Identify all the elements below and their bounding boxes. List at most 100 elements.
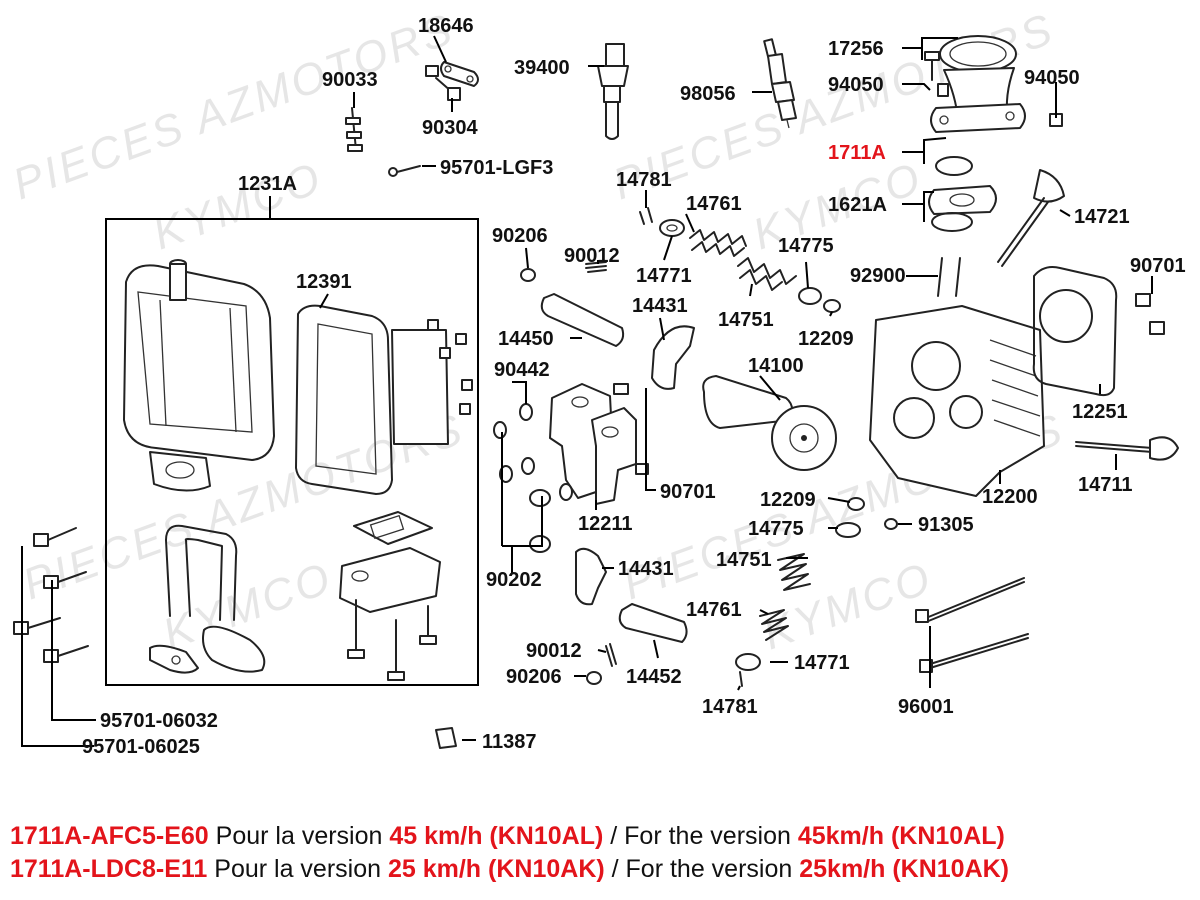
breather-chamber (339, 511, 441, 681)
washers-90442 (493, 403, 573, 501)
label-90012-bottom: 90012 (526, 640, 582, 662)
seat-14775-bottom (835, 522, 861, 538)
leader-lines (21, 35, 1153, 747)
shaft-14450 (540, 293, 625, 347)
clip-11387 (435, 727, 457, 749)
label-14761-bottom: 14761 (686, 599, 742, 621)
gasket-18646 (440, 61, 479, 87)
retainer-14771-top (659, 219, 685, 237)
note-part-code: 1711A-AFC5-E60 (10, 822, 209, 850)
note-speed-en: 25km/h (KN10AK) (799, 855, 1010, 883)
gasket-small (149, 644, 199, 674)
exploded-parts-diagram: PIECES AZMOTORS KYMCO PIECES AZMOTORS KY… (7, 4, 1186, 758)
version-note-45kmh: 1711A-AFC5-E60 Pour la version 45 km/h (… (10, 820, 1190, 853)
label-17256: 17256 (828, 38, 884, 60)
shaft-14452 (618, 603, 688, 643)
label-14751-top: 14751 (718, 309, 774, 331)
label-12211: 12211 (578, 513, 633, 535)
nuts-90202 (529, 489, 551, 553)
label-96001: 96001 (898, 696, 954, 718)
label-12200: 12200 (982, 486, 1038, 508)
note-text: / For the version (604, 855, 800, 883)
label-1621a: 1621A (828, 194, 887, 216)
spark-plug-98056 (763, 38, 797, 129)
spring-14761-top (689, 229, 747, 257)
label-14450: 14450 (498, 328, 554, 350)
note-text: Pour la version (207, 855, 388, 883)
bolt-17256 (924, 51, 940, 81)
spring-14751-top (737, 257, 797, 291)
note-speed-fr: 25 km/h (KN10AK) (387, 855, 605, 883)
label-90442: 90442 (494, 359, 550, 381)
part-labels: 18646 90033 90304 39400 98056 17256 9405… (82, 15, 1186, 758)
label-90033: 90033 (322, 69, 378, 91)
dowel-90701-right (1135, 293, 1165, 335)
label-90206-bottom: 90206 (506, 666, 562, 688)
valve-14721 (997, 169, 1065, 267)
label-91305: 91305 (918, 514, 974, 536)
note-speed-en: 45km/h (KN10AL) (797, 822, 1005, 850)
label-14761-top: 14761 (686, 193, 742, 215)
label-14721: 14721 (1074, 206, 1130, 228)
label-18646: 18646 (418, 15, 474, 37)
rocker-arm-14431-bottom (575, 547, 607, 606)
seal-12209-top (823, 299, 841, 313)
watermark: PIECES AZMOTORS (7, 4, 461, 209)
seat-14775-top (798, 287, 822, 305)
label-14431-bottom: 14431 (618, 558, 674, 580)
label-14781-bottom: 14781 (702, 696, 758, 718)
label-14781-top: 14781 (616, 169, 672, 191)
gasket-12251 (1032, 266, 1118, 397)
valve-14711 (1075, 436, 1179, 461)
adjuster-90012-bottom (605, 643, 617, 667)
label-14100: 14100 (748, 355, 804, 377)
label-1231a: 1231A (238, 173, 297, 195)
label-14711: 14711 (1078, 474, 1133, 496)
label-94050-left: 94050 (828, 74, 884, 96)
note-speed-fr: 45 km/h (KN10AL) (389, 822, 604, 850)
cylinder-head-cover-12291 (123, 259, 275, 492)
label-90202: 90202 (486, 569, 542, 591)
label-14775-top: 14775 (778, 235, 834, 257)
breather-plate (391, 319, 473, 445)
label-90701-right: 90701 (1130, 255, 1186, 277)
label-14431-top: 14431 (632, 295, 688, 317)
bolt-90304 (425, 65, 461, 101)
label-11387: 11387 (482, 731, 537, 753)
seal-12209-bottom (847, 497, 865, 511)
screw-95701-lgf3 (388, 165, 421, 177)
note-text: Pour la version (208, 822, 390, 850)
version-notes: 1711A-AFC5-E60 Pour la version 45 km/h (… (10, 820, 1190, 886)
label-14775-bottom: 14775 (748, 518, 804, 540)
label-95701-06032: 95701-06032 (100, 710, 218, 732)
adjuster-90012-top (585, 261, 607, 273)
cotter-14781-top (639, 207, 653, 225)
bolt-90033 (345, 107, 363, 152)
nut-90206-bottom (586, 671, 602, 685)
label-90012-top: 90012 (564, 245, 620, 267)
version-note-25kmh: 1711A-LDC8-E11 Pour la version 25 km/h (… (10, 853, 1190, 886)
label-39400: 39400 (514, 57, 570, 79)
cap-91305 (884, 518, 898, 530)
label-95701-06025: 95701-06025 (82, 736, 200, 758)
label-95701-lgf3: 95701-LGF3 (440, 157, 553, 179)
stud-92900 (937, 257, 961, 297)
spring-14751-bottom (777, 553, 811, 591)
watermark: KYMCO (147, 153, 329, 259)
rocker-arm-14431-top (651, 325, 695, 390)
label-14771-bottom: 14771 (794, 652, 850, 674)
label-12209-top: 12209 (798, 328, 854, 350)
label-92900: 92900 (850, 265, 906, 287)
insulator-1621a (928, 185, 997, 232)
note-text: / For the version (603, 822, 798, 850)
cotter-14781-bottom (739, 671, 743, 687)
label-14452: 14452 (626, 666, 682, 688)
note-part-code: 1711A-LDC8-E11 (10, 855, 208, 883)
retainer-14771-bottom (735, 653, 761, 671)
label-12391: 12391 (296, 271, 352, 293)
bolt-94050-left (937, 83, 949, 97)
label-14771-top: 14771 (636, 265, 692, 287)
sensor-39400 (597, 43, 629, 140)
label-12251: 12251 (1072, 401, 1128, 423)
label-98056: 98056 (680, 83, 736, 105)
